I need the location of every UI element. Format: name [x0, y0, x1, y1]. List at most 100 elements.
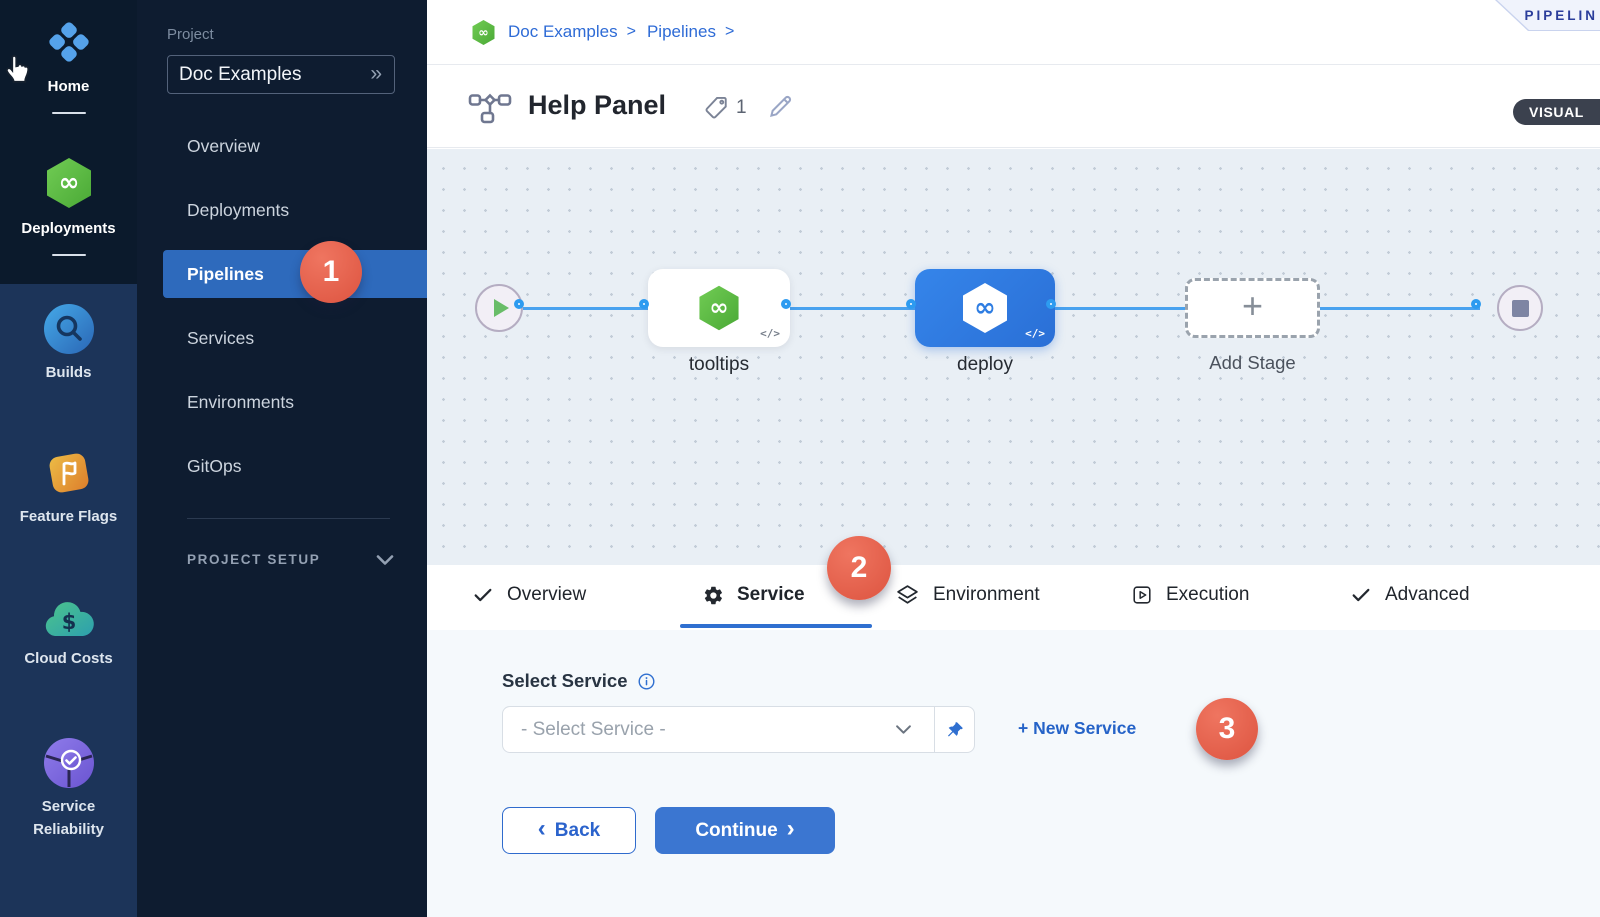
harness-breadcrumb-icon: ∞ [470, 19, 497, 46]
sidebar-item-gitops[interactable]: GitOps [187, 456, 242, 476]
tag-icon [703, 94, 730, 121]
pin-icon [947, 721, 963, 736]
svg-text:∞: ∞ [709, 295, 728, 321]
tab-overview[interactable]: Overview [472, 565, 586, 625]
gear-icon [704, 586, 722, 604]
add-stage-button[interactable]: + [1185, 278, 1320, 338]
service-reliability-icon [43, 738, 94, 788]
stop-icon [1511, 299, 1529, 317]
module-label-cloud-costs: Cloud Costs [24, 650, 113, 667]
cloud-costs-icon: $ [42, 596, 96, 640]
feature-flags-icon [44, 448, 94, 498]
sidebar-module-service-reliability[interactable]: Service Reliability [0, 738, 137, 842]
project-selector[interactable]: Doc Examples » [167, 55, 395, 94]
pipeline-end-node[interactable] [1497, 285, 1543, 331]
module-label-builds: Builds [45, 364, 92, 381]
add-stage-label: Add Stage [1209, 352, 1296, 373]
plus-icon: + [1241, 285, 1264, 326]
tab-label: Environment [933, 584, 1040, 605]
connector-line [1320, 307, 1480, 310]
annotation-badge-3: 3 [1196, 698, 1258, 760]
harness-stage-icon: ∞ [699, 285, 739, 331]
sidebar-item-deployments[interactable]: Deployments [187, 200, 290, 220]
select-service-dropdown[interactable]: - Select Service - [502, 706, 975, 753]
chevron-right-icon: › [786, 815, 795, 842]
svg-text:$: $ [61, 610, 76, 634]
project-setup-toggle[interactable]: PROJECT SETUP [187, 552, 394, 567]
connector-endpoint[interactable] [1046, 299, 1056, 309]
connector-line [790, 307, 915, 310]
tab-environment[interactable]: Environment [895, 565, 1040, 625]
sidebar-item-pipelines[interactable]: Pipelines [187, 264, 264, 284]
deployments-underline [51, 254, 86, 257]
tags-control[interactable]: 1 [703, 94, 747, 121]
module-label-service-reliability-line2: Reliability [33, 821, 104, 839]
connector-endpoint[interactable] [906, 299, 916, 309]
edit-pencil-icon[interactable] [766, 92, 795, 121]
info-icon[interactable] [637, 672, 656, 691]
breadcrumb-separator: > [724, 23, 735, 40]
layers-icon [897, 584, 918, 604]
tag-count: 1 [736, 96, 747, 118]
select-service-label: Select Service [502, 670, 628, 691]
stage-tabs: Overview Service Environment Execution [427, 565, 1600, 630]
svg-text:∞: ∞ [974, 293, 996, 323]
module-label-feature-flags: Feature Flags [19, 508, 118, 525]
tab-label: Overview [507, 584, 587, 605]
connector-endpoint[interactable] [639, 299, 649, 309]
sidebar-item-services[interactable]: Services [187, 328, 255, 348]
annotation-badge-2: 2 [827, 536, 891, 600]
breadcrumb: ∞ Doc Examples > Pipelines > [427, 0, 1600, 65]
back-button[interactable]: ‹ Back [502, 807, 636, 854]
breadcrumb-project-link[interactable]: Doc Examples [508, 22, 618, 41]
sidebar-divider [187, 518, 390, 519]
sidebar-module-builds[interactable]: Builds [0, 304, 137, 384]
main-content: ∞ Doc Examples > Pipelines > PIPELIN [427, 0, 1600, 917]
stage-card-deploy[interactable]: ∞ </> [915, 269, 1055, 347]
project-section-label: Project [167, 26, 214, 43]
continue-button[interactable]: Continue › [655, 807, 835, 854]
view-mode-label: VISUAL [1529, 104, 1584, 120]
check-icon [474, 588, 492, 602]
active-menu-highlight [163, 250, 427, 298]
code-icon[interactable]: </> [760, 327, 780, 340]
sidebar-item-environments[interactable]: Environments [187, 392, 294, 412]
pipeline-header: Help Panel 1 VISUAL [427, 66, 1600, 148]
sidebar-module-home[interactable]: Home [0, 16, 137, 115]
sidebar-item-overview[interactable]: Overview [187, 136, 260, 156]
pin-button[interactable] [934, 707, 974, 752]
stage-card-tooltips[interactable]: ∞ </> [648, 269, 790, 347]
breadcrumb-separator: > [626, 23, 636, 40]
chevron-down-icon[interactable] [895, 724, 912, 735]
svg-text:∞: ∞ [58, 168, 79, 197]
harness-home-icon [43, 16, 95, 68]
builds-icon [43, 304, 94, 354]
connector-endpoint[interactable] [514, 299, 524, 309]
tab-advanced[interactable]: Advanced [1350, 565, 1470, 625]
connector-line [1055, 307, 1185, 310]
chevron-down-icon [376, 554, 394, 566]
module-label-home: Home [47, 78, 90, 95]
chevron-left-icon: ‹ [537, 815, 546, 842]
connector-endpoint[interactable] [781, 299, 791, 309]
page-title: Help Panel [528, 90, 667, 120]
expand-chevrons-icon[interactable]: » [370, 61, 382, 85]
view-mode-toggle[interactable]: VISUAL [1513, 99, 1600, 125]
pipeline-flowchart-icon [468, 91, 512, 125]
stage-label-deploy: deploy [957, 354, 1013, 375]
tab-service[interactable]: Service [703, 565, 805, 625]
tab-label: Service [737, 584, 805, 605]
sidebar-module-deployments[interactable]: ∞ Deployments [0, 156, 137, 257]
annotation-badge-1: 1 [300, 241, 362, 303]
new-service-link[interactable]: + New Service [1018, 718, 1137, 738]
breadcrumb-pipelines-link[interactable]: Pipelines [646, 22, 716, 41]
sidebar-module-feature-flags[interactable]: Feature Flags [0, 448, 137, 528]
connector-endpoint[interactable] [1471, 299, 1481, 309]
continue-label: Continue [695, 819, 778, 841]
sidebar-module-cloud-costs[interactable]: $ Cloud Costs [0, 596, 137, 670]
tab-execution[interactable]: Execution [1131, 565, 1249, 625]
code-icon[interactable]: </> [1025, 327, 1045, 340]
home-underline [51, 112, 86, 115]
pipeline-canvas[interactable]: ∞ </> tooltips ∞ </> deploy + Add Stage [427, 149, 1600, 565]
